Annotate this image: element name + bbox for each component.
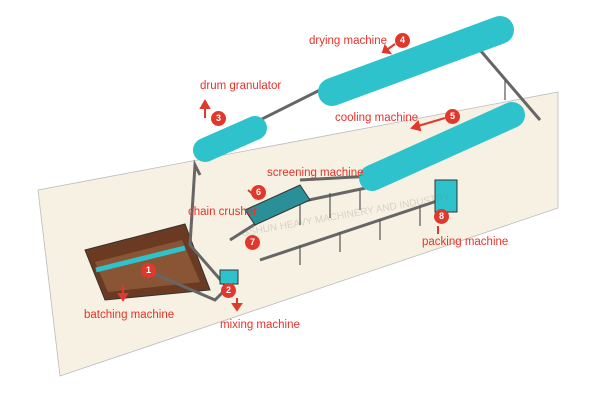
badge-3: 3 xyxy=(211,111,226,126)
badge-5: 5 xyxy=(445,109,460,124)
label-drum-granulator: drum granulator xyxy=(200,80,282,92)
label-chain-crusher: chain crusher xyxy=(188,206,258,218)
label-cooling-machine: cooling machine xyxy=(335,112,419,124)
badge-8: 8 xyxy=(434,209,449,224)
label-drying-machine: drying machine xyxy=(309,35,387,47)
badge-7: 7 xyxy=(245,235,260,250)
label-screening-machine: screening machine xyxy=(267,167,364,179)
badge-2: 2 xyxy=(221,283,236,298)
granulator-drum xyxy=(193,116,267,162)
badge-6: 6 xyxy=(251,185,266,200)
label-packing-machine: packing machine xyxy=(422,236,509,248)
badge-1: 1 xyxy=(141,263,156,278)
label-mixing-machine: mixing machine xyxy=(220,319,300,331)
label-batching-machine: batching machine xyxy=(84,309,175,321)
badge-4: 4 xyxy=(395,33,410,48)
mixer-body xyxy=(219,269,239,285)
drying-drum xyxy=(318,16,514,106)
conveyor-supports xyxy=(299,80,506,265)
cooling-drum xyxy=(359,102,525,191)
screening-machine-body xyxy=(244,184,311,226)
pit-feeder xyxy=(95,245,186,273)
